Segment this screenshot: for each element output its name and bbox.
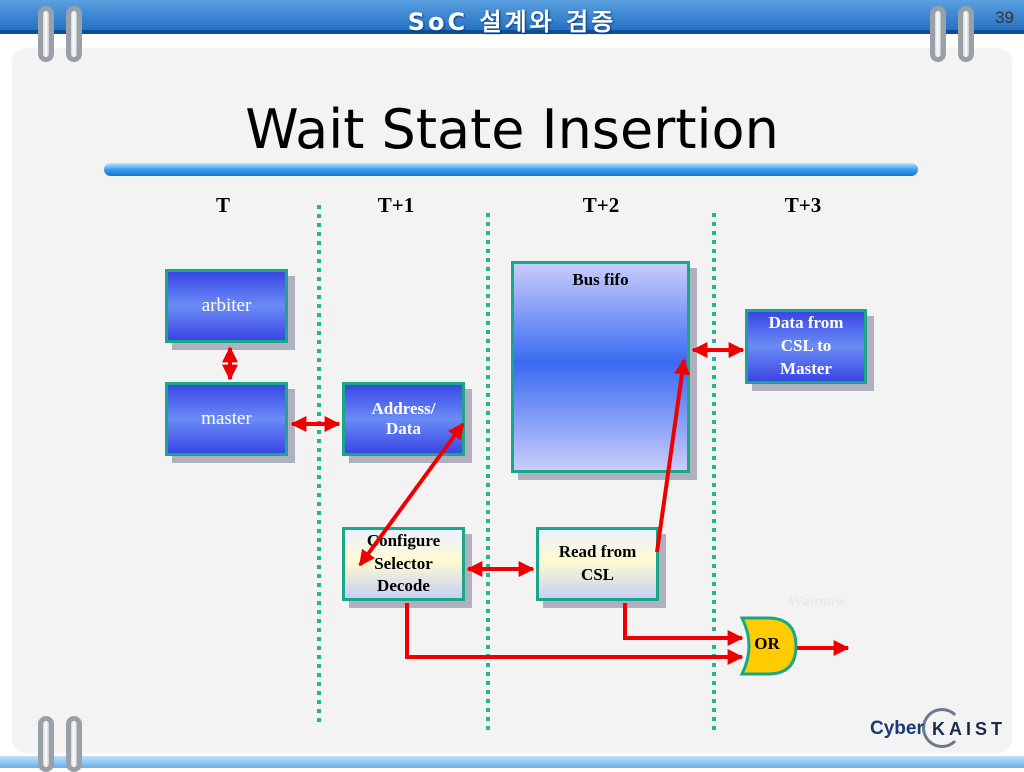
binder-ring-icon <box>38 6 54 62</box>
data-to-master-block: Data from CSL to Master <box>745 309 867 384</box>
arrow-address-config <box>358 422 465 567</box>
header-bar <box>0 0 1024 34</box>
time-label-t3: T+3 <box>784 193 822 217</box>
binder-ring-icon <box>930 6 946 62</box>
binder-ring-icon <box>958 6 974 62</box>
data-to-master-label: Data from CSL to Master <box>768 313 844 378</box>
title-underline <box>104 163 918 176</box>
logo-ring-icon <box>922 708 962 748</box>
page-number: 39 <box>995 8 1014 27</box>
read-csl-label: Read from CSL <box>558 542 637 584</box>
time-label-t2: T+2 <box>582 193 620 217</box>
time-label-t: T <box>215 193 231 217</box>
cyber-kaist-logo: Cyber KAIST <box>870 708 1010 752</box>
logo-cyber-text: Cyber <box>870 718 924 739</box>
arbiter-label: arbiter <box>201 295 252 316</box>
footer-bar <box>0 756 1024 768</box>
arbiter-block: arbiter <box>165 269 288 343</box>
binder-ring-icon <box>66 6 82 62</box>
master-block: master <box>165 382 288 456</box>
logo-kaist-text: KAIST <box>932 719 1006 739</box>
master-label: master <box>201 408 252 429</box>
arrow-read-busfifo <box>655 358 690 553</box>
waitnow-label: Waitnow <box>788 594 846 610</box>
timeline-dividers <box>317 205 716 730</box>
or-gate-shape <box>739 616 798 676</box>
read-csl-block: Read from CSL <box>536 527 659 601</box>
slide-title: Wait State Insertion <box>245 98 779 161</box>
bus-fifo-label: Bus fifo <box>572 270 629 289</box>
wire-config-to-or <box>405 603 744 665</box>
wire-read-to-or <box>623 603 744 646</box>
header-title: SoC 설계와 검증 <box>407 8 617 36</box>
time-label-t1: T+1 <box>377 193 415 217</box>
or-gate-label: OR <box>754 634 780 653</box>
